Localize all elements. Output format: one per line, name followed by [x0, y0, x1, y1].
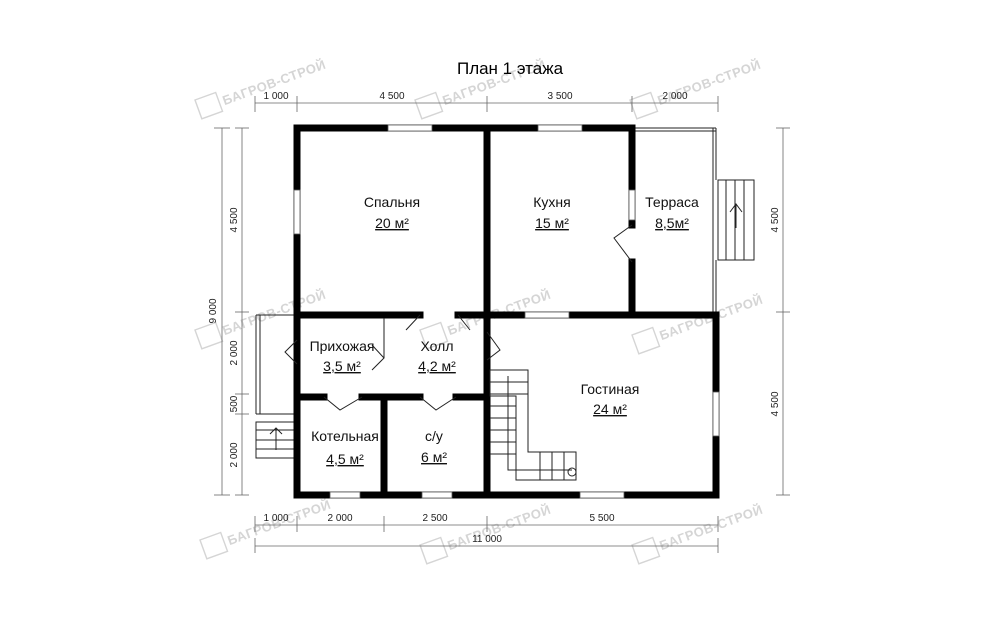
entry-porch: [255, 314, 297, 459]
terrace-stairs: [717, 179, 755, 261]
dim-right-2: 4 500: [770, 391, 781, 416]
watermark-logo-icon: [414, 91, 444, 120]
room-kitchen-name: Кухня: [533, 194, 570, 210]
dimension-right: 4 500 4 500: [770, 127, 790, 496]
watermark-logo-icon: [419, 536, 449, 565]
dim-left-1: 4 500: [229, 207, 240, 232]
room-bath-area: 6 м²: [421, 449, 447, 465]
watermark-logo-icon: [631, 536, 661, 565]
windows: [293, 124, 720, 499]
doors: [284, 224, 633, 411]
watermark-logo-icon: [629, 91, 659, 120]
dim-top-1: 1 000: [263, 91, 288, 102]
room-kitchen-area: 15 м²: [535, 215, 569, 231]
watermark-text: БАГРОВ-СТРОЙ: [657, 502, 764, 553]
watermark-text: БАГРОВ-СТРОЙ: [445, 502, 552, 553]
watermark-logo-icon: [194, 321, 224, 350]
room-living-name: Гостиная: [581, 381, 640, 397]
dim-bottom-4: 5 500: [589, 513, 614, 524]
room-hall-name: Холл: [421, 338, 454, 354]
dim-top-3: 3 500: [547, 91, 572, 102]
dimension-top: 1 000 4 500 3 500 2 000: [254, 91, 719, 112]
dim-right-1: 4 500: [770, 207, 781, 232]
dim-left-total: 9 000: [208, 298, 219, 323]
dimension-left: 9 000 4 500 2 000 500 2 000: [208, 127, 249, 496]
dim-top-2: 4 500: [379, 91, 404, 102]
room-bedroom-area: 20 м²: [375, 215, 409, 231]
plan-title: План 1 этажа: [457, 59, 564, 78]
room-boiler-name: Котельная: [311, 428, 379, 444]
terrace-outline: [632, 127, 717, 315]
room-hall-area: 4,2 м²: [418, 358, 456, 374]
room-bedroom-name: Спальня: [364, 194, 420, 210]
dim-total-width: 11 000: [472, 534, 502, 545]
room-living-area: 24 м²: [593, 401, 627, 417]
interior-stair: [489, 369, 577, 481]
dim-bottom-1: 1 000: [263, 513, 288, 524]
room-labels: Спальня 20 м² Кухня 15 м² Терраса 8,5м² …: [310, 194, 699, 467]
room-entry-area: 3,5 м²: [323, 358, 361, 374]
room-entry-name: Прихожая: [310, 338, 375, 354]
dim-top-4: 2 000: [662, 91, 687, 102]
dim-bottom-3: 2 500: [422, 513, 447, 524]
dim-left-3: 500: [229, 395, 240, 412]
room-boiler-area: 4,5 м²: [326, 451, 364, 467]
watermark-logo-icon: [194, 91, 224, 120]
watermark-logo-icon: [199, 531, 229, 560]
watermark-logo-icon: [419, 321, 449, 350]
dimension-bottom: 1 000 2 000 2 500 5 500 11 000: [254, 513, 719, 553]
dim-left-4: 2 000: [229, 442, 240, 467]
room-bath-name: с/у: [425, 428, 443, 444]
dim-bottom-2: 2 000: [327, 513, 352, 524]
dim-left-2: 2 000: [229, 340, 240, 365]
room-terrace-name: Терраса: [645, 194, 699, 210]
room-terrace-area: 8,5м²: [655, 215, 689, 231]
watermark-logo-icon: [631, 326, 661, 355]
